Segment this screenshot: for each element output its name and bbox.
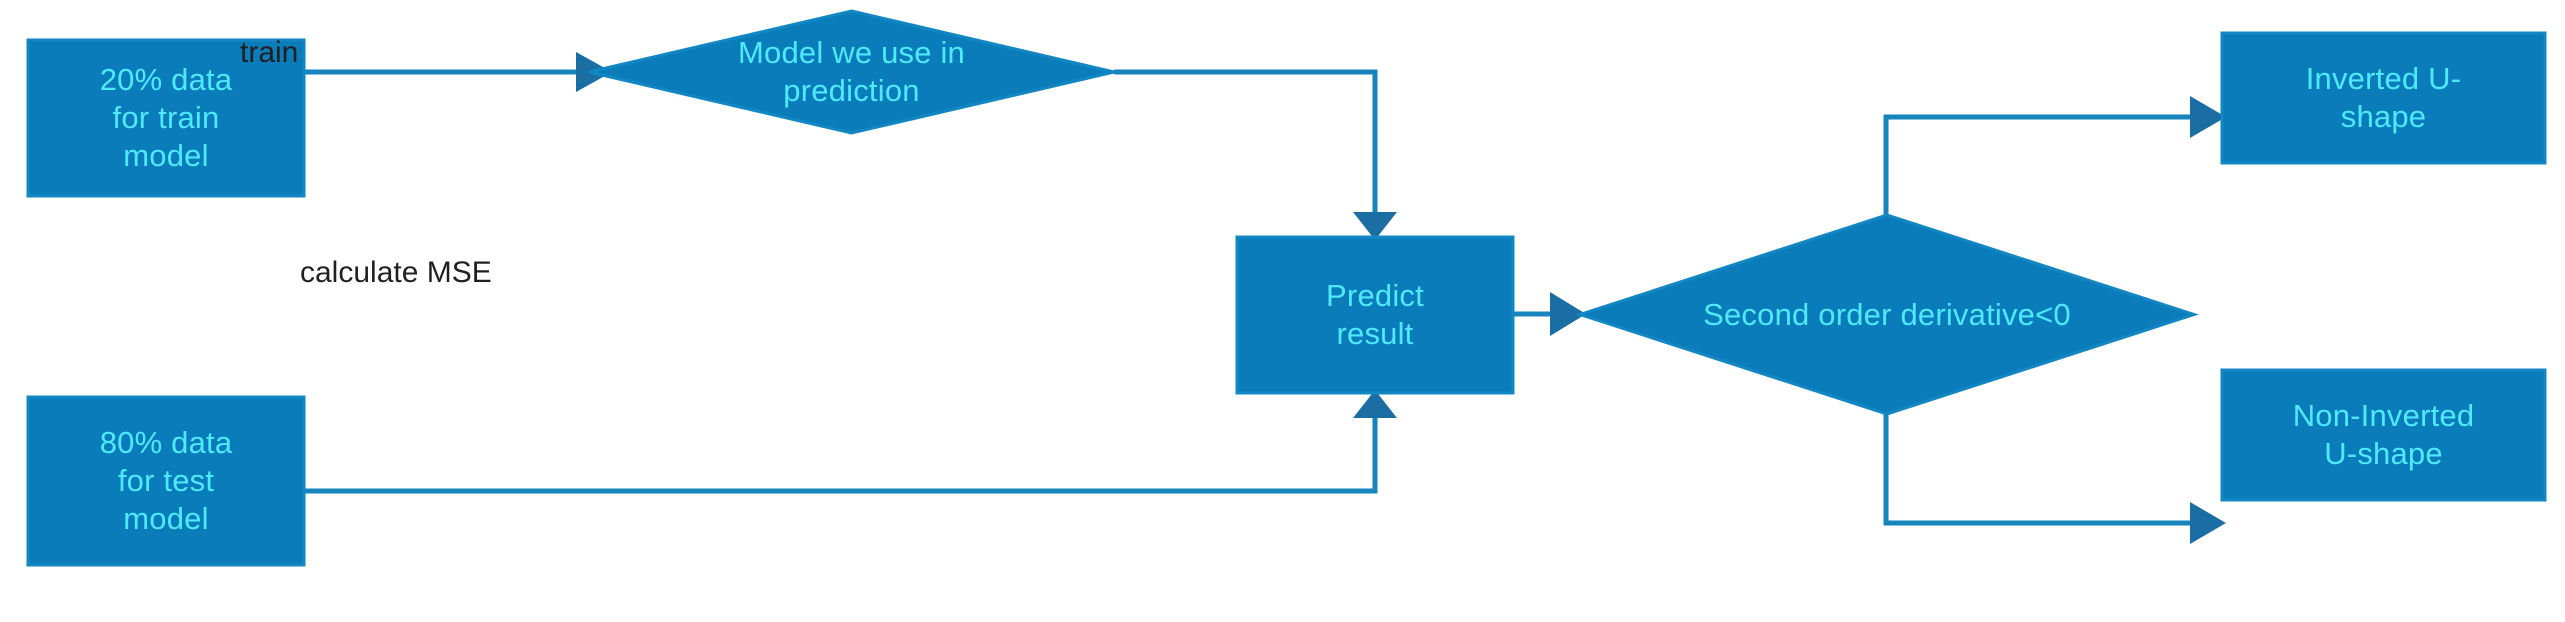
edge-predict-to-derivative xyxy=(1513,292,1586,336)
node-test-data[interactable] xyxy=(26,395,306,567)
edge-test-to-predict xyxy=(304,390,1397,494)
edge-derivative-to-non-inverted-u xyxy=(1883,414,2226,544)
node-second-derivative-diamond[interactable] xyxy=(1575,213,2199,416)
edge-label-calculate-mse: calculate MSE xyxy=(300,256,492,289)
edge-label-train: train xyxy=(240,36,299,69)
node-model-diamond[interactable] xyxy=(588,9,1115,135)
node-non-inverted-u[interactable] xyxy=(2220,368,2547,502)
edge-model-to-predict xyxy=(1114,69,1397,240)
edge-derivative-to-inverted-u xyxy=(1883,96,2226,215)
node-train-data[interactable] xyxy=(26,38,306,198)
node-inverted-u[interactable] xyxy=(2220,31,2547,165)
node-predict-result[interactable] xyxy=(1235,235,1515,395)
